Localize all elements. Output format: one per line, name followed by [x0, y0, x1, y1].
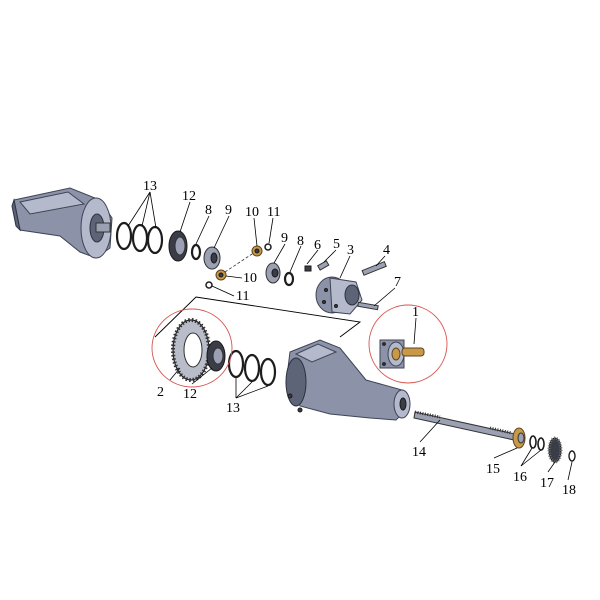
- callout-14: 14: [412, 445, 426, 460]
- spider-gear-lower: [215, 269, 227, 281]
- callout-5: 5: [333, 237, 340, 252]
- callout-10-upper: 10: [245, 205, 259, 220]
- pin-5: [316, 260, 330, 271]
- side-gear-upper: [203, 246, 221, 270]
- callout-13-upper: 13: [143, 179, 157, 194]
- seal-rings-upper: [115, 221, 164, 255]
- callout-17: 17: [540, 476, 554, 491]
- washer-upper: [190, 243, 202, 261]
- bearing-15: [512, 427, 526, 449]
- spider-washer-upper: [264, 243, 272, 251]
- washers-16: [529, 435, 545, 451]
- leader-lines: [127, 191, 573, 481]
- callout-8-upper: 8: [205, 203, 212, 218]
- callout-12-lower: 12: [183, 387, 197, 402]
- callout-13-lower: 13: [226, 401, 240, 416]
- upper-axle-housing: [11, 187, 113, 259]
- callout-18: 18: [562, 483, 576, 498]
- callout-2: 2: [157, 385, 164, 400]
- callout-labels: 13 12 8 9 10 11 9 8 6 5 3 4 7 1 10 11 2 …: [143, 179, 576, 498]
- callout-15: 15: [486, 462, 500, 477]
- washer-right: [283, 271, 295, 287]
- spider-gear-upper: [251, 245, 263, 257]
- pin-7: [357, 301, 379, 311]
- callout-12-upper: 12: [182, 189, 196, 204]
- assembly-outline: [154, 296, 362, 338]
- callout-9-right: 9: [281, 231, 288, 246]
- callout-8-right: 8: [297, 234, 304, 249]
- clip-18: [568, 450, 576, 462]
- callout-11-upper: 11: [267, 205, 280, 220]
- differential-case: [315, 276, 363, 315]
- axle-shaft: [413, 410, 516, 441]
- side-gear-right: [265, 262, 281, 284]
- bearing-upper: [168, 230, 188, 262]
- main-axle-housing: [285, 339, 411, 421]
- pinion-flange: [379, 339, 425, 369]
- highlight-circle-flange: [368, 304, 448, 384]
- callout-7: 7: [394, 275, 401, 290]
- pin-6: [304, 265, 312, 272]
- callout-1: 1: [412, 305, 419, 320]
- callout-4: 4: [383, 243, 390, 258]
- callout-16: 16: [513, 470, 527, 485]
- ring-gear: [171, 318, 211, 382]
- callout-9-upper: 9: [225, 203, 232, 218]
- pin-dashline: [224, 253, 253, 273]
- callout-3: 3: [347, 243, 354, 258]
- callout-11-lower: 11: [236, 289, 249, 304]
- bearing-lower: [206, 340, 226, 372]
- spider-washer-lower: [205, 281, 213, 289]
- highlight-circle-gear: [151, 308, 233, 388]
- callout-6: 6: [314, 238, 321, 253]
- shaft-pin-4: [361, 260, 387, 276]
- gear-17: [547, 436, 563, 464]
- callout-10-lower: 10: [243, 271, 257, 286]
